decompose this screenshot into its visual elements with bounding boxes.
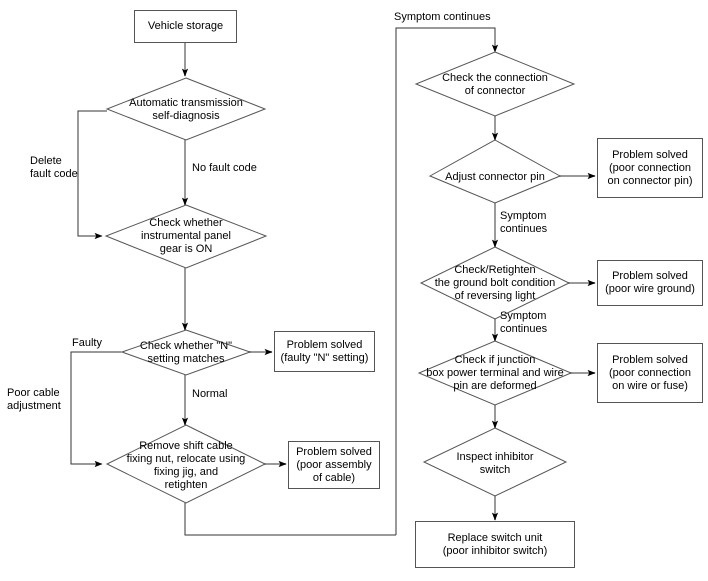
edge-label-faulty: Faulty (72, 337, 102, 349)
edge-label-no-fault-code: No fault code (192, 162, 257, 174)
node-check-ground-bolt[interactable]: Check/Retighten the ground bolt conditio… (417, 262, 573, 305)
shape-auto-trans-self-diag (105, 77, 267, 141)
node-check-ground-bolt-label: Check/Retighten the ground bolt conditio… (434, 264, 556, 302)
node-solved-connector-pin[interactable]: Problem solved (poor connection on conne… (597, 138, 703, 198)
node-check-junction-box-label: Check if junction box power terminal and… (426, 354, 564, 392)
edge-delete-fault-code-loop (77, 110, 107, 240)
edge-label-symptom-continues-2: Symptom continues (500, 310, 548, 335)
node-check-connector-connection[interactable]: Check the connection of connector (424, 70, 566, 100)
node-auto-trans-self-diag[interactable]: Automatic transmission self-diagnosis (110, 95, 262, 125)
node-solved-wire-or-fuse[interactable]: Problem solved (poor connection on wire … (597, 343, 703, 403)
edge-label-poor-cable-adjustment: Poor cable adjustment (7, 387, 61, 412)
node-vehicle-storage-label: Vehicle storage (147, 20, 224, 32)
edge-symptom-continues-riser (395, 27, 499, 535)
node-adjust-connector-pin-label: Adjust connector pin (445, 170, 545, 183)
node-auto-trans-self-diag-label: Automatic transmission self-diagnosis (129, 97, 243, 122)
node-check-n-setting-label: Check whether "N" setting matches (139, 340, 233, 365)
edge-poor-cable-adjustment-loop (70, 351, 122, 468)
node-remove-shift-cable[interactable]: Remove shift cable fixing nut, relocate … (108, 438, 264, 494)
edge-label-symptom-continues-1: Symptom continues (500, 210, 548, 235)
node-replace-switch-unit-label: Replace switch unit (poor inhibitor swit… (442, 531, 548, 557)
node-solved-n-setting[interactable]: Problem solved (faulty "N" setting) (274, 331, 375, 372)
node-check-junction-box[interactable]: Check if junction box power terminal and… (412, 352, 578, 395)
edge-label-symptom-continues-top: Symptom continues (394, 11, 491, 23)
node-solved-n-setting-label: Problem solved (faulty "N" setting) (280, 338, 369, 364)
node-check-instrumental-panel-label: Check whether instrumental panel gear is… (141, 217, 231, 255)
edge-label-normal: Normal (192, 388, 228, 400)
shape-inspect-inhibitor-switch (422, 427, 568, 497)
node-remove-shift-cable-label: Remove shift cable fixing nut, relocate … (126, 440, 246, 491)
shape-check-connector-connection (414, 51, 576, 117)
node-check-instrumental-panel[interactable]: Check whether instrumental panel gear is… (116, 215, 256, 258)
node-vehicle-storage[interactable]: Vehicle storage (134, 10, 237, 43)
node-solved-cable-assembly[interactable]: Problem solved (poor assembly of cable) (288, 441, 380, 489)
node-check-connector-connection-label: Check the connection of connector (442, 72, 548, 97)
shape-adjust-connector-pin (428, 139, 562, 204)
node-check-n-setting[interactable]: Check whether "N" setting matches (122, 338, 250, 368)
shape-check-junction-box (417, 340, 573, 406)
edge-removecable-to-rightcolumn (184, 503, 396, 536)
node-adjust-connector-pin[interactable]: Adjust connector pin (432, 169, 558, 185)
node-inspect-inhibitor-switch-label: Inspect inhibitor switch (456, 451, 534, 476)
shape-check-ground-bolt (419, 246, 571, 320)
edge-label-delete-fault-code: Delete fault code (30, 155, 78, 180)
node-solved-wire-ground[interactable]: Problem solved (poor wire ground) (597, 260, 703, 306)
node-solved-connector-pin-label: Problem solved (poor connection on conne… (607, 148, 693, 187)
shape-remove-shift-cable (105, 424, 267, 504)
shape-check-n-setting (120, 329, 252, 376)
node-inspect-inhibitor-switch[interactable]: Inspect inhibitor switch (430, 449, 560, 479)
node-solved-wire-ground-label: Problem solved (poor wire ground) (605, 270, 695, 295)
node-solved-wire-or-fuse-label: Problem solved (poor connection on wire … (609, 353, 691, 392)
node-replace-switch-unit[interactable]: Replace switch unit (poor inhibitor swit… (415, 521, 575, 568)
node-solved-cable-assembly-label: Problem solved (poor assembly of cable) (296, 445, 372, 484)
shape-check-instrumental-panel (104, 204, 268, 269)
